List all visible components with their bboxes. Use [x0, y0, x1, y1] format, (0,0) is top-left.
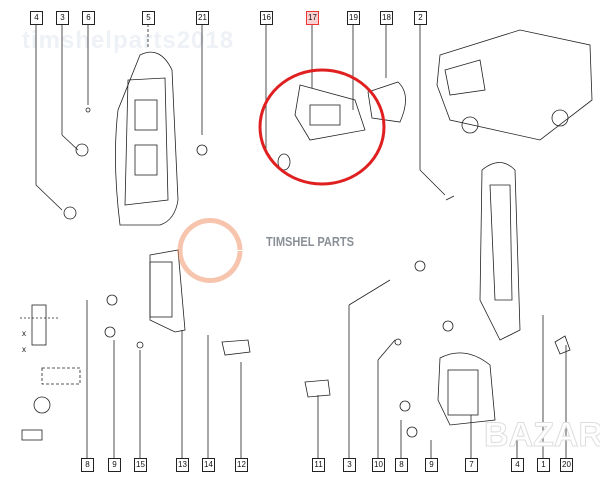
callout-3-bottom[interactable]: 3: [343, 458, 356, 472]
callout-17-highlighted[interactable]: 17: [306, 11, 319, 25]
inset-mark-1: x: [22, 329, 26, 338]
callout-9-right[interactable]: 9: [425, 458, 438, 472]
callout-9[interactable]: 9: [108, 458, 121, 472]
callout-15[interactable]: 15: [134, 458, 147, 472]
callout-16[interactable]: 16: [260, 11, 273, 25]
callout-4-bottom[interactable]: 4: [511, 458, 524, 472]
callout-19[interactable]: 19: [347, 11, 360, 25]
watermark: timshelparts2018: [22, 27, 235, 54]
callout-10[interactable]: 10: [372, 458, 385, 472]
callout-4[interactable]: 4: [30, 11, 43, 25]
bazar-logo: BAZAR: [484, 416, 600, 455]
callout-7[interactable]: 7: [465, 458, 478, 472]
callout-11[interactable]: 11: [312, 458, 325, 472]
callout-18[interactable]: 18: [380, 11, 393, 25]
callout-8-right[interactable]: 8: [395, 458, 408, 472]
brand-watermark: TIMSHEL PARTS: [266, 234, 355, 249]
callout-8[interactable]: 8: [81, 458, 94, 472]
callout-14[interactable]: 14: [202, 458, 215, 472]
inset-mark-2: x: [22, 345, 26, 354]
callout-13[interactable]: 13: [176, 458, 189, 472]
highlight-circle: [258, 68, 386, 186]
callout-3[interactable]: 3: [56, 11, 69, 25]
callout-5[interactable]: 5: [142, 11, 155, 25]
callout-6[interactable]: 6: [82, 11, 95, 25]
callout-2[interactable]: 2: [414, 11, 427, 25]
callout-1[interactable]: 1: [537, 458, 550, 472]
callout-21[interactable]: 21: [196, 11, 209, 25]
callout-12[interactable]: 12: [235, 458, 248, 472]
callout-20[interactable]: 20: [560, 458, 573, 472]
